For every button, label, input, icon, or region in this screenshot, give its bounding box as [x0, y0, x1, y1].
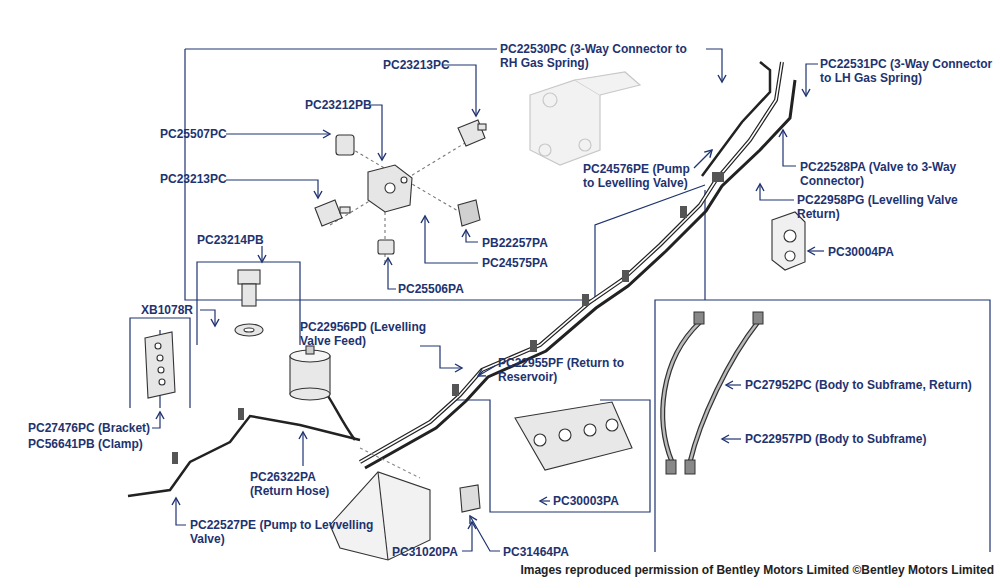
part-label: PC22528PA (Valve to 3-Way Connector) [800, 160, 990, 188]
flexible-hose [663, 312, 763, 474]
part-label: PC30003PA [553, 494, 619, 508]
part-label: PC23213PC [160, 172, 227, 186]
part-label: PC22527PE (Pump to Levvelling Valve) [190, 518, 400, 546]
clip-group [515, 402, 632, 470]
leader-line [152, 49, 824, 551]
part-label: PC22530PC (3-Way Connector to RH Gas Spr… [500, 42, 706, 70]
part-label: PB22257PA [482, 236, 548, 250]
part-label: PC22955PF (Return to Reservoir) [498, 356, 628, 384]
part-label: PC25506PA [398, 282, 464, 296]
part-label: PC31464PA [503, 545, 569, 559]
part-label: PC24576PE (Pump to Levelling Valve) [583, 162, 701, 190]
part-label: PC27952PC (Body to Subframe, Return) [745, 378, 972, 392]
part-label: XB1078R [141, 303, 193, 317]
group-frame [130, 49, 990, 552]
part-label: PC22957PD (Body to Subframe) [745, 432, 926, 446]
part-label: PC22958PG (Levelling Valve Return) [797, 193, 987, 221]
valve-exploded [315, 120, 486, 265]
connector-ghost [530, 72, 640, 165]
part-label: PC56641PB (Clamp) [28, 437, 143, 451]
reservoir [290, 346, 330, 400]
part-label: PC23212PB [305, 98, 372, 112]
part-label: PC25507PC [160, 127, 227, 141]
pipe-clip [172, 172, 724, 464]
copyright-caption: Images reproduced permission of Bentley … [520, 563, 994, 577]
pipe-run [128, 62, 795, 496]
part-label: PC22531PC (3-Way Connector to LH Gas Spr… [820, 57, 996, 85]
part-label: PC31020PA [392, 545, 458, 559]
part-label: PC30004PA [828, 245, 894, 259]
part-label: PC27476PC (Bracket) [28, 421, 150, 435]
part-label: PC22956PD (Levelling Valve Feed) [300, 320, 440, 348]
part-label: PC23214PB [197, 233, 264, 247]
bracket [145, 332, 175, 398]
part-label: PC26322PA (Return Hose) [250, 470, 350, 498]
part-label: PC24575PA [482, 256, 548, 270]
bolt-washer [235, 270, 263, 336]
mount-bracket [330, 448, 480, 560]
part-label: PC23213PC [383, 58, 450, 72]
